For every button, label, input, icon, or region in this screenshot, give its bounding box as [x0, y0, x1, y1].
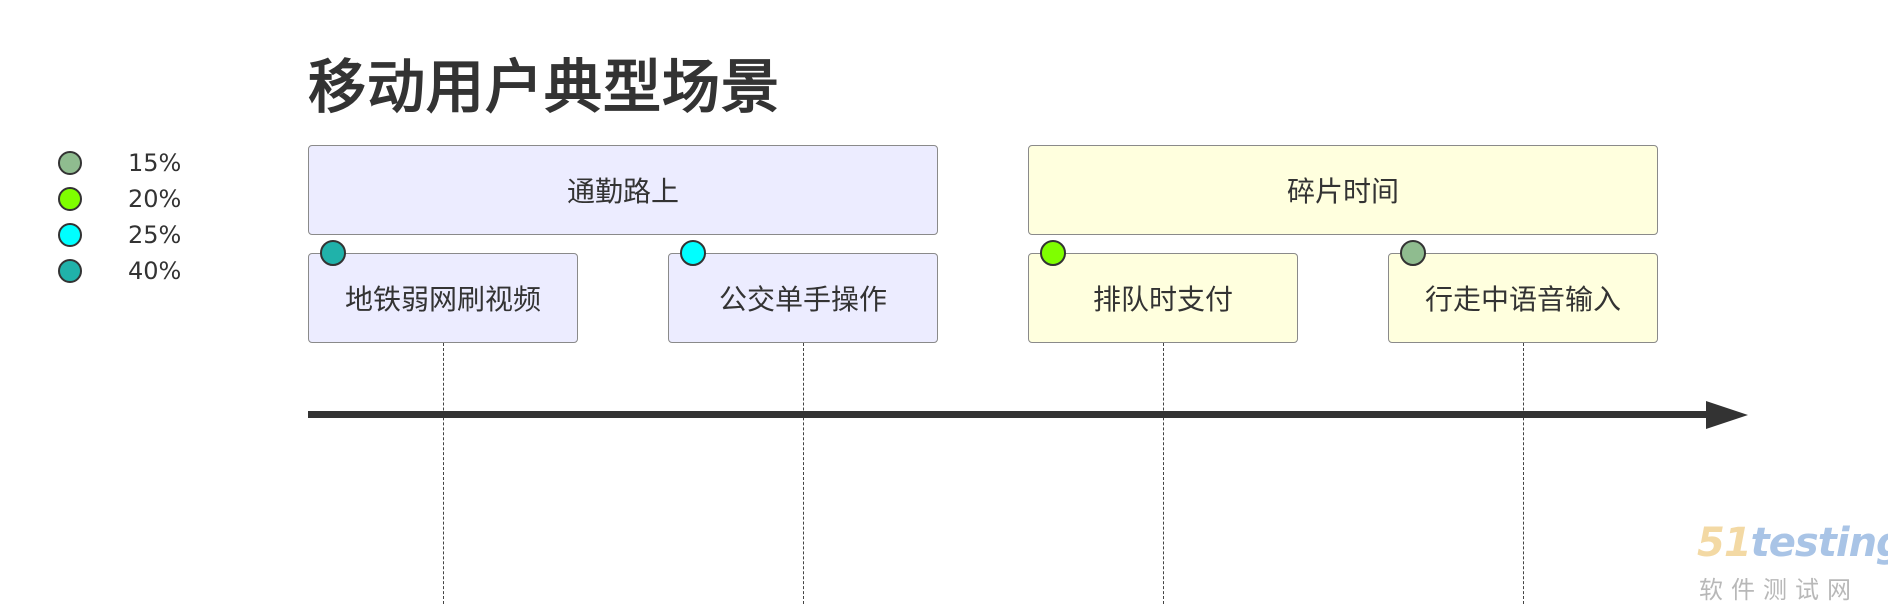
watermark-logo-text: 51testing	[1697, 520, 1888, 566]
task-timeline-line	[803, 343, 804, 604]
legend-dot	[58, 187, 82, 211]
task-timeline-line	[1523, 343, 1524, 604]
task-box: 地铁弱网刷视频	[308, 253, 578, 343]
task-score-dot	[320, 240, 346, 266]
diagram-title: 移动用户典型场景	[308, 53, 781, 121]
task-box: 排队时支付	[1028, 253, 1298, 343]
section-label: 通勤路上	[566, 175, 679, 208]
legend-label: 25%	[128, 221, 182, 249]
legend-item: 40%	[58, 256, 181, 286]
legend-label: 20%	[128, 185, 182, 213]
task-box: 行走中语音输入	[1388, 253, 1658, 343]
task-score-dot	[1400, 240, 1426, 266]
task-timeline-line	[443, 343, 444, 604]
task-box: 公交单手操作	[668, 253, 938, 343]
legend-dot	[58, 151, 82, 175]
legend-item: 25%	[58, 220, 181, 250]
task-label: 地铁弱网刷视频	[344, 283, 541, 316]
task-timeline-line	[1163, 343, 1164, 604]
legend-dot	[58, 259, 82, 283]
task-label: 行走中语音输入	[1424, 283, 1621, 316]
task-score-dot	[1040, 240, 1066, 266]
legend-dot	[58, 223, 82, 247]
task-label: 排队时支付	[1092, 283, 1233, 316]
legend-label: 15%	[128, 149, 182, 177]
timeline-axis-line	[308, 411, 1720, 418]
watermark-logo: 51testing 软件测试网	[1697, 520, 1888, 604]
legend-label: 40%	[128, 257, 182, 285]
task-label: 公交单手操作	[718, 283, 887, 316]
section-box-fragment-time: 碎片时间	[1028, 145, 1658, 235]
section-label: 碎片时间	[1286, 175, 1399, 208]
task-score-dot	[680, 240, 706, 266]
section-box-commute: 通勤路上	[308, 145, 938, 235]
watermark-subtitle: 软件测试网	[1699, 576, 1859, 604]
legend-item: 20%	[58, 184, 181, 214]
legend-item: 15%	[58, 148, 181, 178]
timeline-arrow-icon	[1706, 401, 1748, 429]
